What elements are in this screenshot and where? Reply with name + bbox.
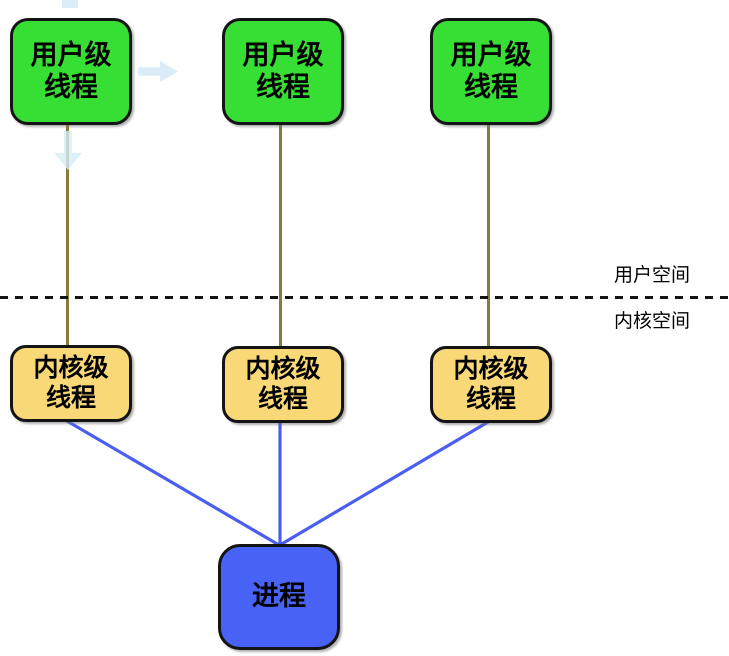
- user-thread-node-3: 用户级 线程: [430, 18, 552, 125]
- node-label-line: 内核级: [453, 355, 529, 383]
- node-label-line: 线程: [44, 71, 98, 102]
- connector-user3-kernel3: [487, 121, 490, 347]
- kernel-thread-node-3: 内核级 线程: [430, 346, 552, 423]
- space-divider-line: [0, 296, 729, 299]
- connector-user2-kernel2: [279, 122, 282, 347]
- kernel-space-label: 内核空间: [613, 311, 690, 332]
- node-label-line: 用户级: [242, 39, 324, 70]
- process-label: 进程: [252, 581, 306, 612]
- up-arrow-icon: [62, 0, 78, 8]
- node-label-line: 线程: [257, 384, 308, 413]
- user-thread-node-1: 用户级 线程: [10, 18, 132, 125]
- kernel-thread-node-1: 内核级 线程: [10, 345, 132, 422]
- user-space-label: 用户空间: [613, 265, 690, 286]
- node-label-line: 线程: [465, 384, 516, 413]
- process-node: 进程: [218, 544, 340, 650]
- kernel-thread-node-2: 内核级 线程: [222, 346, 344, 423]
- user-thread-node-2: 用户级 线程: [222, 18, 344, 125]
- node-label-line: 线程: [45, 383, 96, 412]
- node-label-line: 线程: [464, 71, 518, 102]
- node-label-line: 用户级: [450, 39, 532, 70]
- node-label-line: 内核级: [33, 354, 109, 382]
- node-label-line: 内核级: [245, 355, 321, 383]
- connector-user1-kernel1: [66, 124, 69, 346]
- node-label-line: 线程: [256, 71, 310, 102]
- node-label-line: 用户级: [30, 39, 112, 70]
